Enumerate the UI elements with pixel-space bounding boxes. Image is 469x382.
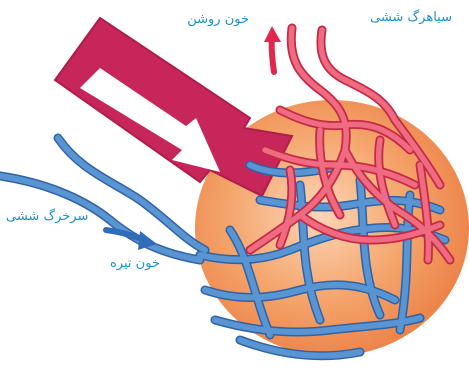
oxygenated-blood-label: خون روشن bbox=[187, 12, 249, 28]
deoxygenated-blood-label: خون تیره bbox=[110, 256, 160, 272]
pulmonary-artery-label: سرخرگ ششی bbox=[6, 209, 88, 225]
oxygenated-flow-arrow bbox=[264, 26, 281, 72]
pulmonary-vein-label: سیاهرگ ششی bbox=[370, 10, 452, 26]
